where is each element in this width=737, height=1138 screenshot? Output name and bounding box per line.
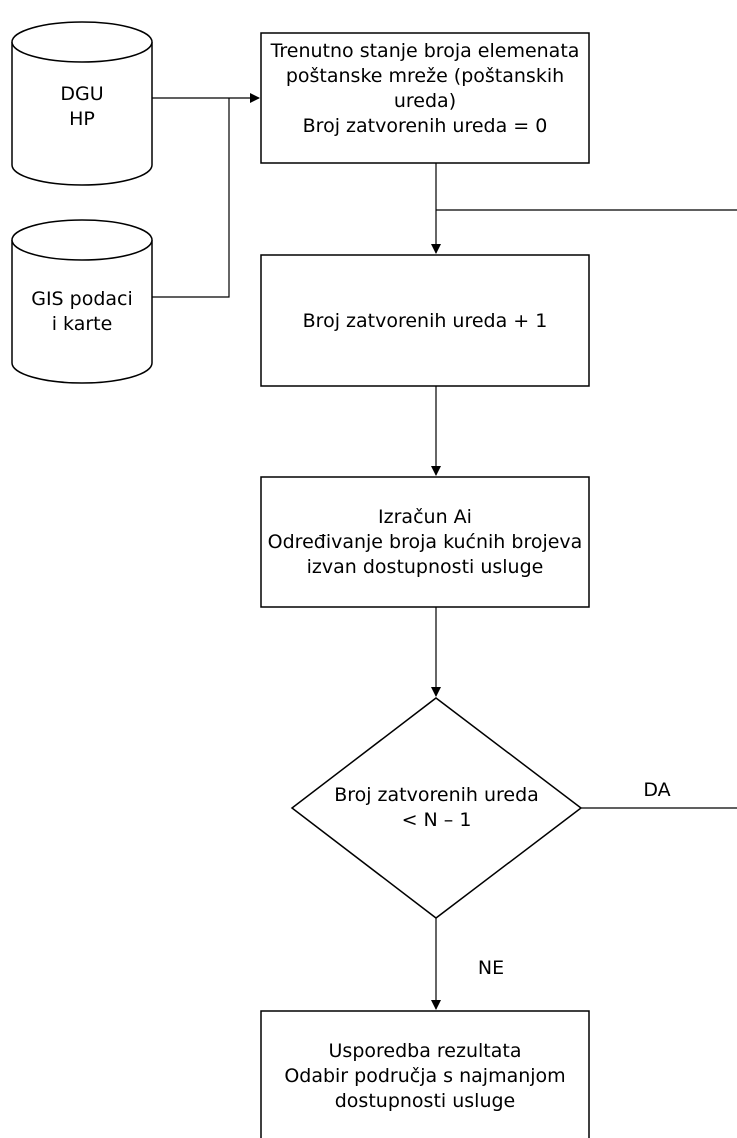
box-calculation <box>260 476 590 608</box>
datastore-dgu-hp <box>11 21 153 186</box>
box-increment-label: Broj zatvorenih ureda + 1 <box>302 310 548 332</box>
datastore-gis <box>11 219 153 384</box>
edge-label-yes: DA <box>643 779 671 801</box>
datastore-dgu-hp-label: DGU HP <box>60 83 104 130</box>
box-initial-state <box>260 32 590 164</box>
decision-label: Broj zatvorenih ureda < N – 1 <box>334 784 539 831</box>
box-increment <box>260 254 590 387</box>
box-result <box>260 1010 590 1138</box>
edge-label-no: NE <box>477 957 505 979</box>
box-result-label: Usporedba rezultata Odabir područja s na… <box>284 1040 566 1112</box>
datastore-gis-label: GIS podaci i karte <box>31 288 133 335</box>
connector-gis-to-initial <box>152 98 230 298</box>
box-initial-state-label: Trenutno stanje broja elemenata poštansk… <box>270 40 580 137</box>
box-calculation-label: Izračun Ai Određivanje broja kućnih broj… <box>267 506 583 578</box>
